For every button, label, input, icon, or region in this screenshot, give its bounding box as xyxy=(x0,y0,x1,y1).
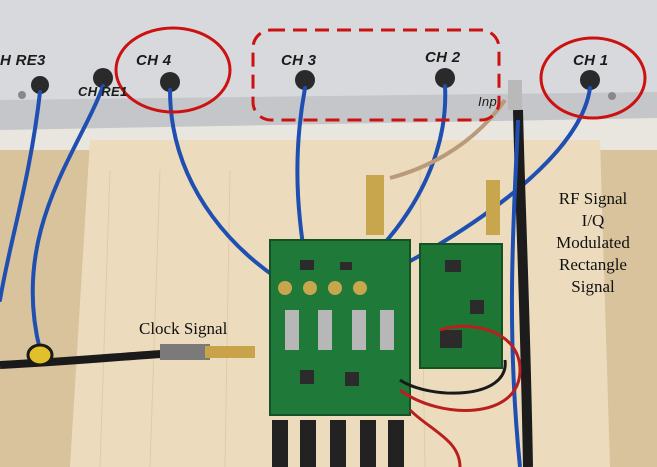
rf-line-3: Modulated xyxy=(556,233,630,252)
probe-clips xyxy=(272,420,404,467)
label-ch-re1: CH RE1 xyxy=(78,84,128,99)
label-ch1: CH 1 xyxy=(573,52,609,69)
rf-line-4: Rectangle xyxy=(559,255,627,274)
clock-signal-annotation: Clock Signal xyxy=(139,319,228,338)
sma-adapter xyxy=(205,346,255,358)
sma-input-connector xyxy=(508,80,522,110)
probe-cable xyxy=(513,109,533,467)
label-ch4: CH 4 xyxy=(136,52,172,69)
rf-cable xyxy=(509,119,522,467)
screw xyxy=(18,91,26,99)
modulator-chips xyxy=(440,260,484,348)
connectors xyxy=(31,68,600,94)
rf-signal-annotation: RF Signal I/Q Modulated Rectangle Signal xyxy=(538,188,648,298)
rf-line-5: Signal xyxy=(571,277,615,296)
power-wires xyxy=(399,324,522,467)
sma-attenuator xyxy=(366,175,384,235)
ch3-ch2-highlight xyxy=(251,28,501,122)
label-ch2: CH 2 xyxy=(425,49,461,66)
sma-connector-right xyxy=(486,180,500,235)
enclosure-front-edge xyxy=(0,92,657,130)
ch4-highlight xyxy=(114,26,232,114)
label-inp: Inp xyxy=(478,94,497,109)
label-ch-re3: H RE3 xyxy=(0,52,46,69)
pcb-transistors xyxy=(285,310,394,350)
label-ch3: CH 3 xyxy=(281,52,317,69)
pcb-sma-ports xyxy=(278,281,367,295)
bnc-connector xyxy=(160,344,210,360)
rf-line-2: I/Q xyxy=(581,211,605,230)
ch1-highlight xyxy=(539,36,647,120)
pcb-chips xyxy=(300,260,359,386)
yellow-ferrite xyxy=(26,343,54,367)
rf-line-1: RF Signal xyxy=(558,189,628,208)
screw xyxy=(608,92,616,100)
